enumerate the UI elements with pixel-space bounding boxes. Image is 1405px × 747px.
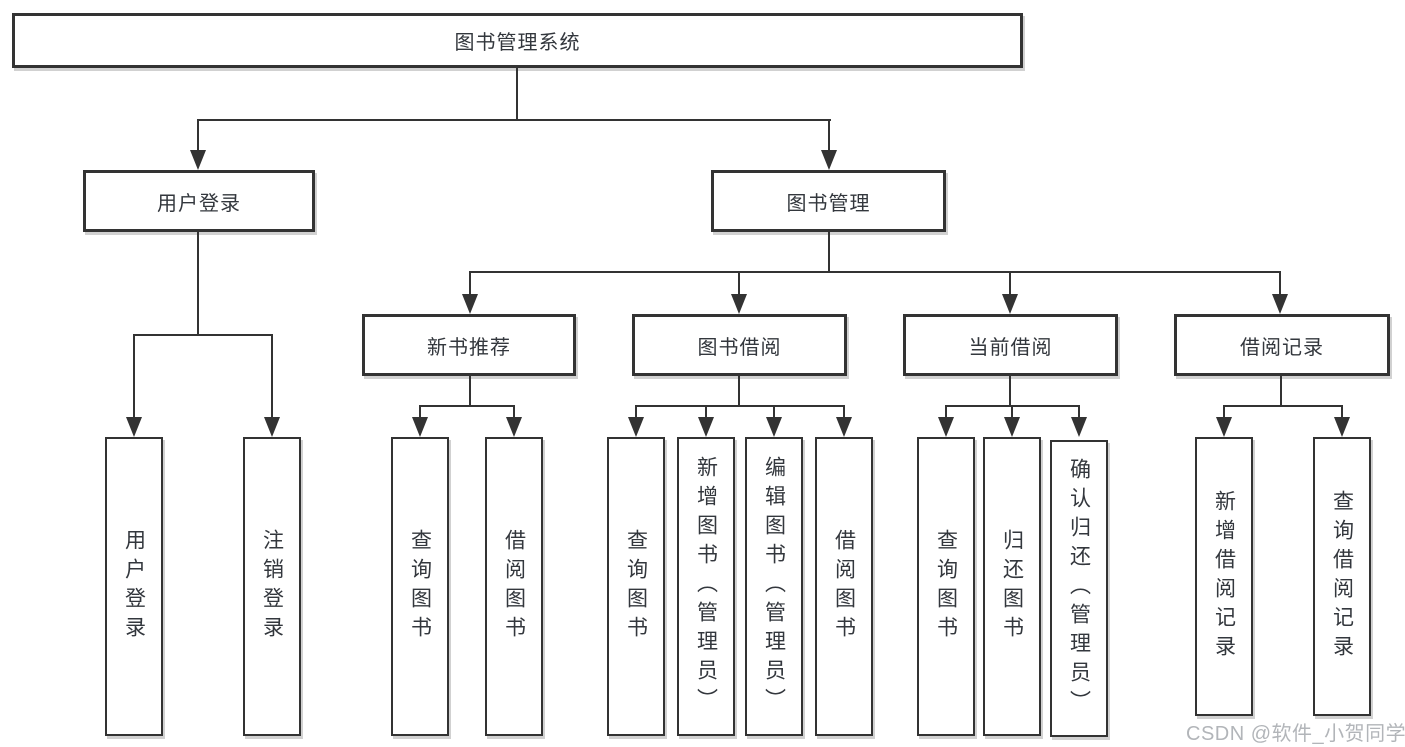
connector-vline [419,405,421,419]
leaf-return-books-label: 归还图书 [1000,528,1024,645]
connector-hline [133,334,273,336]
arrowhead-down-icon [1334,417,1350,437]
leaf-logout-label: 注销登录 [260,528,284,645]
node-root-label: 图书管理系统 [454,32,581,54]
arrowhead-down-icon [1216,417,1232,437]
leaf-borrow-books-newbook-label: 借阅图书 [502,528,526,645]
node-current-borrow-label: 当前借阅 [968,336,1053,359]
connector-vline [1279,271,1281,295]
leaf-query-books-newbook-label: 查询图书 [408,528,432,645]
connector-vline [1009,376,1011,407]
leaf-user-login-label: 用户登录 [122,528,146,645]
csdn-watermark: CSDN @软件_小贺同学 [1186,723,1405,745]
leaf-query-books-current: 查询图书 [917,437,975,736]
connector-vline [1078,405,1080,419]
node-user-login-label: 用户登录 [157,192,241,215]
leaf-query-books-borrow-label: 查询图书 [624,528,648,645]
leaf-add-book-admin-label: 新增图书（管理员） [694,456,718,717]
arrowhead-down-icon [766,417,782,437]
node-book-management-label: 图书管理 [786,192,871,215]
connector-vline [197,232,199,336]
connector-vline [197,119,199,152]
arrowhead-down-icon [1272,294,1288,314]
connector-hline [1223,405,1343,407]
leaf-borrow-books-borrow-label: 借阅图书 [832,528,856,645]
leaf-add-borrow-record: 新增借阅记录 [1195,437,1253,716]
arrowhead-down-icon [698,417,714,437]
arrowhead-down-icon [506,417,522,437]
arrowhead-down-icon [190,150,206,170]
leaf-query-borrow-record-label: 查询借阅记录 [1330,489,1354,664]
node-book-management: 图书管理 [711,170,946,232]
arrowhead-down-icon [264,417,280,437]
connector-vline [828,119,830,152]
connector-vline [271,334,273,417]
leaf-borrow-books-newbook: 借阅图书 [485,437,543,736]
leaf-confirm-return-admin-label: 确认归还（管理员） [1067,458,1091,719]
arrowhead-down-icon [836,417,852,437]
leaf-query-borrow-record: 查询借阅记录 [1313,437,1371,716]
node-root: 图书管理系统 [12,13,1023,68]
arrowhead-down-icon [462,294,478,314]
connector-hline [197,119,831,121]
connector-hline [469,271,1281,273]
node-current-borrow: 当前借阅 [903,314,1118,376]
node-borrow-record-label: 借阅记录 [1240,336,1324,359]
arrowhead-down-icon [1002,294,1018,314]
arrowhead-down-icon [1004,417,1020,437]
connector-vline [1280,376,1282,407]
connector-vline [705,405,707,419]
arrowhead-down-icon [126,417,142,437]
connector-vline [945,405,947,419]
connector-vline [773,405,775,419]
leaf-return-books: 归还图书 [983,437,1041,736]
connector-vline [1341,405,1343,419]
arrowhead-down-icon [1071,417,1087,437]
connector-vline [516,68,518,121]
leaf-edit-book-admin: 编辑图书（管理员） [745,437,803,736]
node-book-borrow-label: 图书借阅 [697,336,782,359]
connector-vline [738,376,740,407]
leaf-add-borrow-record-label: 新增借阅记录 [1212,489,1236,664]
node-new-book-recommend: 新书推荐 [362,314,576,376]
connector-vline [1223,405,1225,419]
leaf-logout: 注销登录 [243,437,301,736]
leaf-borrow-books-borrow: 借阅图书 [815,437,873,736]
leaf-query-books-newbook: 查询图书 [391,437,449,736]
leaf-add-book-admin: 新增图书（管理员） [677,437,735,736]
arrowhead-down-icon [731,294,747,314]
node-book-borrow: 图书借阅 [632,314,847,376]
leaf-query-books-current-label: 查询图书 [934,528,958,645]
connector-vline [133,334,135,417]
node-borrow-record: 借阅记录 [1174,314,1390,376]
arrowhead-down-icon [821,150,837,170]
connector-vline [1011,405,1013,419]
connector-hline [419,405,515,407]
arrowhead-down-icon [938,417,954,437]
leaf-user-login: 用户登录 [105,437,163,736]
node-new-book-recommend-label: 新书推荐 [427,336,511,359]
leaf-query-books-borrow: 查询图书 [607,437,665,736]
leaf-edit-book-admin-label: 编辑图书（管理员） [762,456,786,717]
arrowhead-down-icon [628,417,644,437]
connector-vline [828,232,830,273]
connector-vline [469,271,471,295]
connector-vline [843,405,845,419]
connector-vline [738,271,740,295]
arrowhead-down-icon [412,417,428,437]
connector-vline [513,405,515,419]
connector-vline [469,376,471,407]
connector-vline [635,405,637,419]
connector-vline [1009,271,1011,295]
node-user-login: 用户登录 [83,170,315,232]
connector-hline [635,405,845,407]
leaf-confirm-return-admin: 确认归还（管理员） [1050,440,1108,737]
